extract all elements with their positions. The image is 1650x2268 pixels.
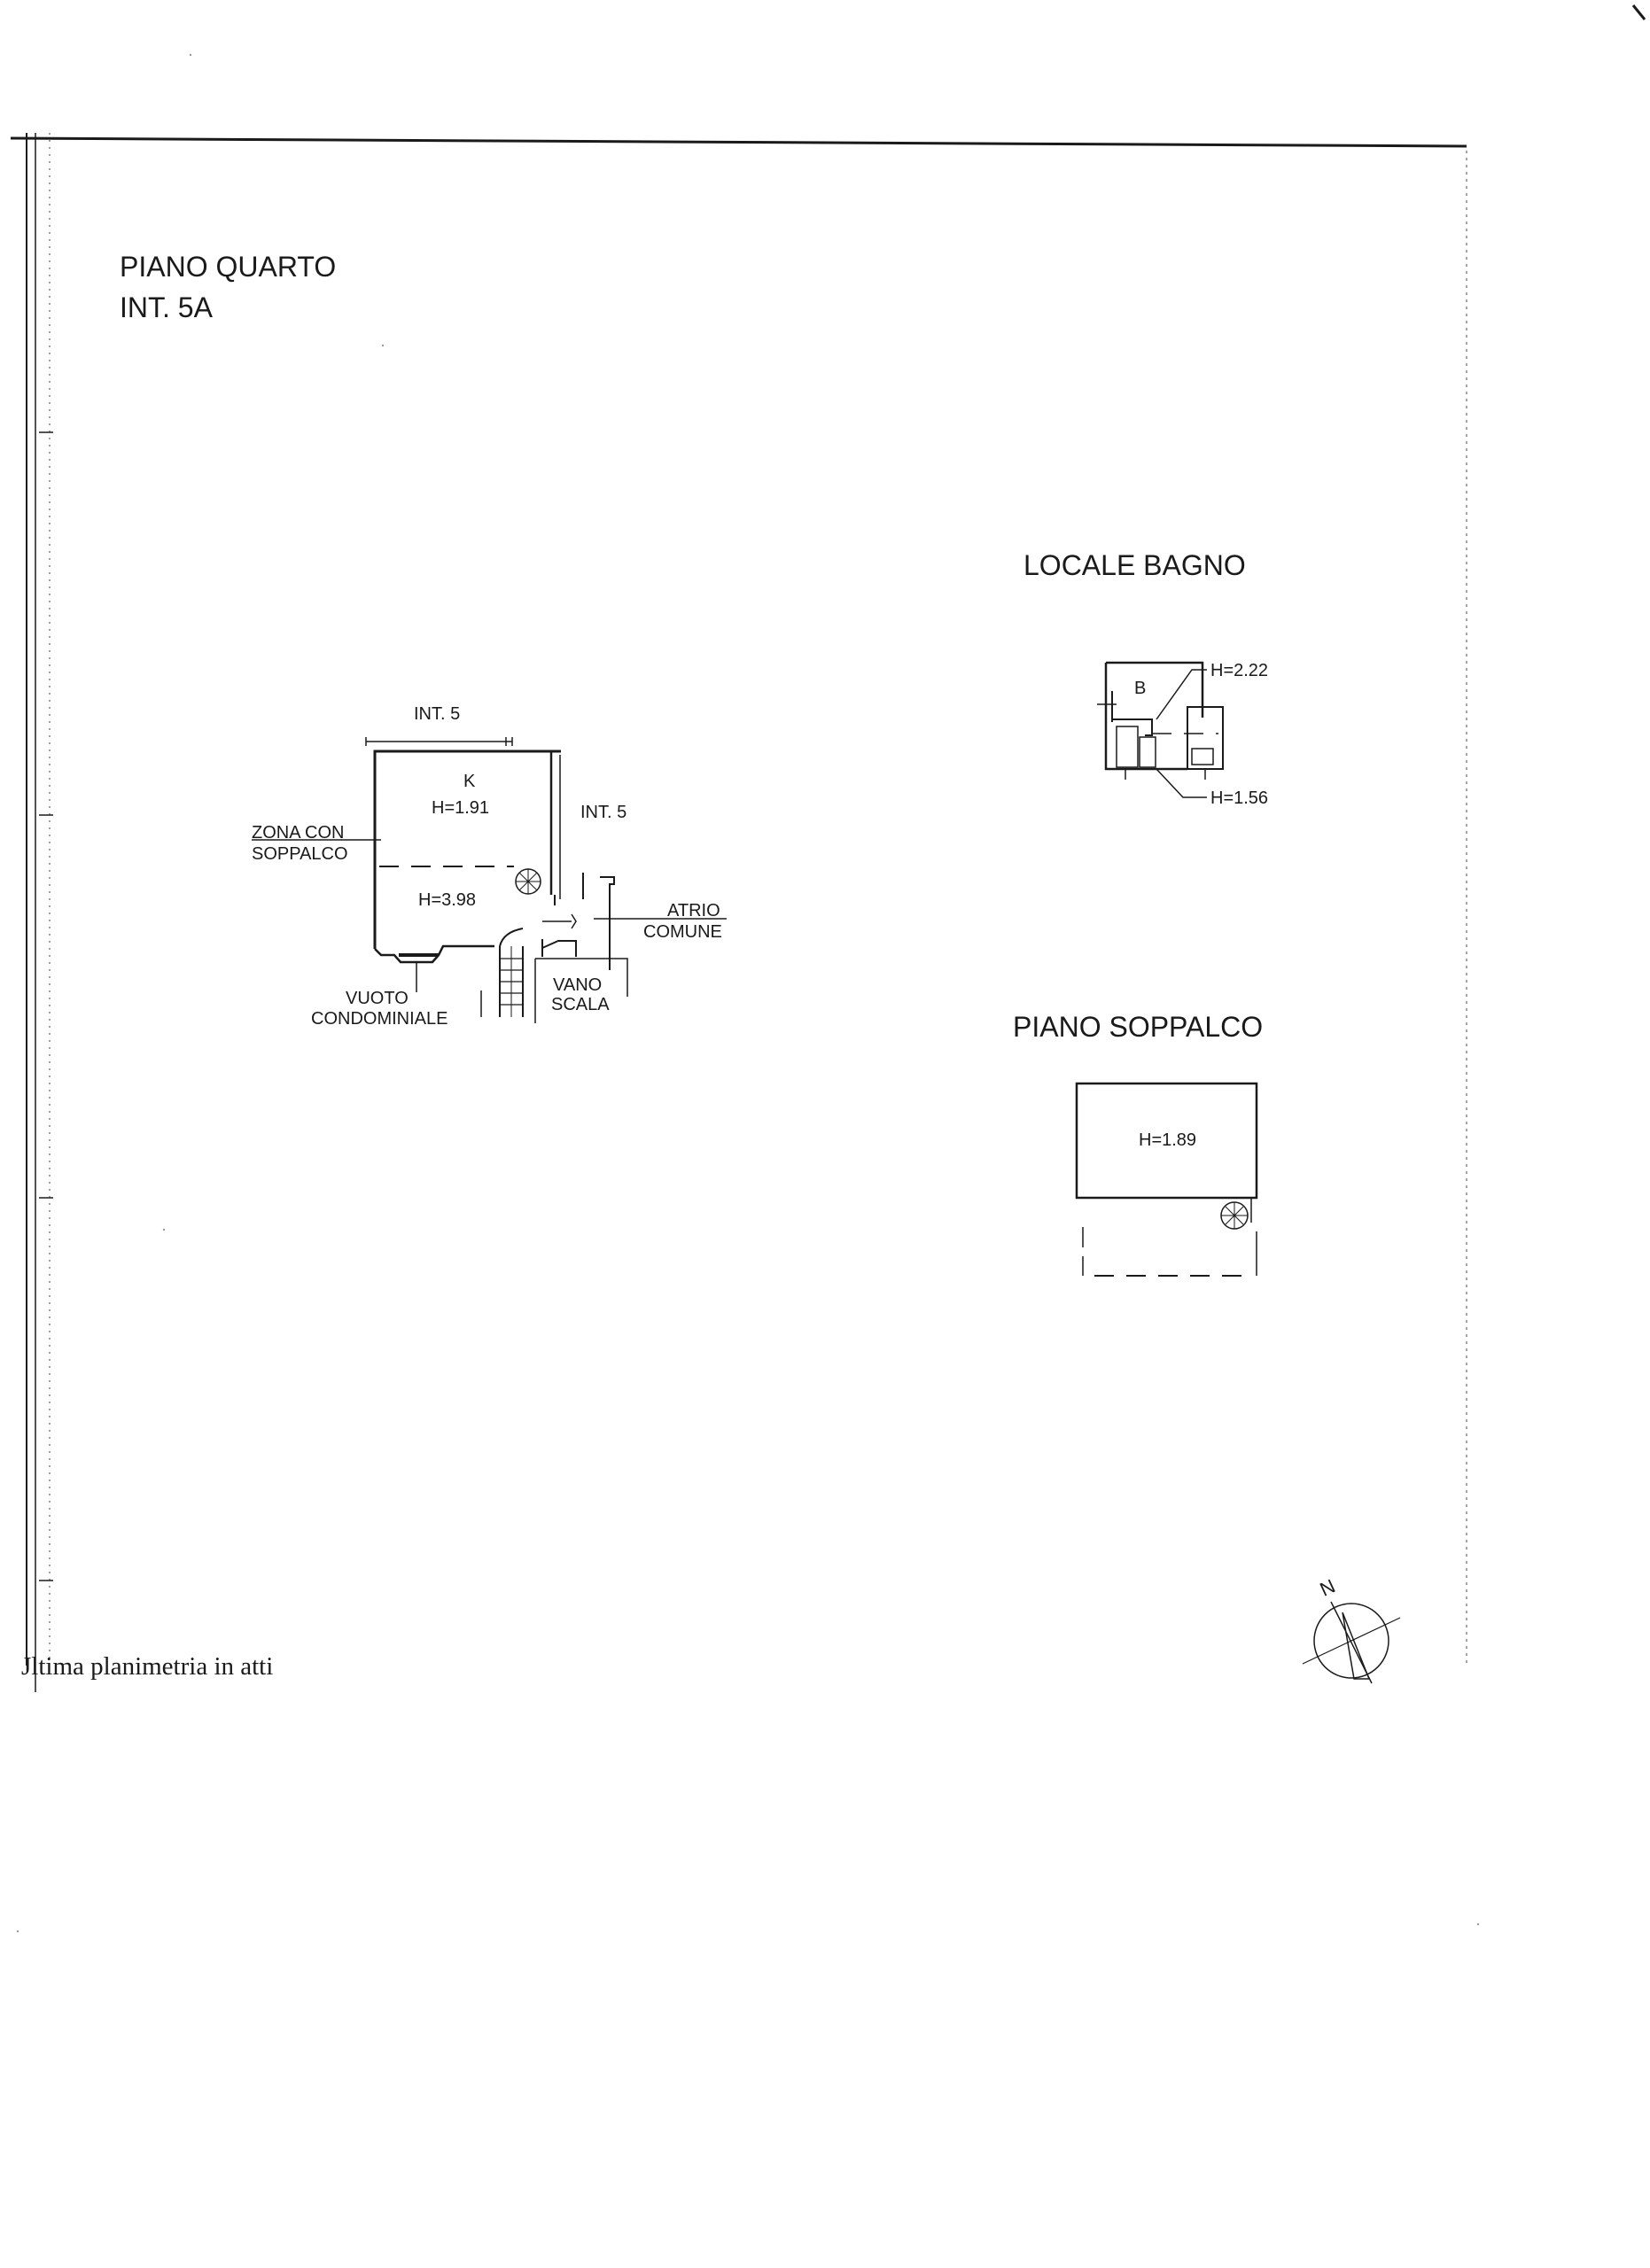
compass-north-label: N [1317,1574,1339,1600]
compass-needle [1342,1612,1371,1680]
bagno-annex [1187,706,1224,770]
vano-scala-box [534,958,628,1023]
scan-speck-3 [162,1228,166,1231]
label-int5-top: INT. 5 [414,704,460,724]
north-compass: N [1302,1574,1401,1684]
soppalco-outline [1075,1082,1258,1200]
label-vano-line2: SCALA [551,995,610,1014]
label-bagno-h-low: H=1.56 [1210,788,1268,808]
locale-bagno-plan: B H=2.22 H=1.56 [1097,661,1268,808]
compass-circle [1313,1603,1389,1679]
bagno-fixture-2 [1139,736,1156,768]
piano-quarto-plan: INT. 5 K H=1.91 INT. 5 ZONA CON SOPPALCO… [252,704,727,1029]
spiral-stair [515,868,541,895]
label-vano-line1: VANO [553,975,602,995]
corner-mark [1631,4,1646,20]
label-vuoto-line1: VUOTO [346,989,409,1008]
label-bagno-h-high: H=2.22 [1210,661,1268,680]
leader-h-high [1156,669,1207,720]
piano-quarto-title: PIANO QUARTO [120,251,336,283]
bagno-fixture-1 [1116,726,1139,768]
locale-bagno-title: LOCALE BAGNO [1023,549,1246,581]
label-vuoto-line2: CONDOMINIALE [311,1009,448,1029]
soppalco-spiral-stair [1220,1201,1249,1230]
page-frame [10,4,1646,1692]
label-atrio-line2: COMUNE [643,922,722,942]
piano-soppalco-title: PIANO SOPPALCO [1013,1011,1263,1043]
scan-speck-5 [1476,1922,1480,1926]
door-swing [571,913,577,929]
piano-soppalco-plan: H=1.89 [1075,1082,1258,1277]
spiral-stair-spoke-4 [518,872,538,891]
bagno-outline-top [1106,661,1204,718]
footer-note: Jltima planimetria in atti [21,1652,273,1681]
soppalco-spiral-spoke-4 [1225,1206,1244,1225]
room-wall-top-left [373,750,561,949]
scan-speck-2 [381,344,385,347]
label-atrio-line1: ATRIO [667,901,720,920]
label-kitchen: K [463,772,476,791]
frame-top-line [10,136,1467,148]
label-h-kitchen: H=1.91 [432,798,489,818]
label-zona-line2: SOPPALCO [252,844,348,864]
label-h-lower: H=3.98 [418,890,476,910]
label-int5-right: INT. 5 [580,803,627,822]
label-zona-line1: ZONA CON [252,823,344,843]
scan-speck-4 [16,1930,19,1933]
bagno-inner-wall [1112,718,1153,736]
bagno-outline-left-bottom [1104,663,1187,771]
compass-cross-line [1302,1617,1401,1665]
piano-quarto-subtitle: INT. 5A [120,291,214,323]
stair-landing-top [541,940,577,957]
bagno-fixture-3 [1191,748,1214,765]
atrio-wall-2 [600,876,615,970]
stairwell [499,928,628,1023]
leader-h-low [1156,768,1207,798]
scan-speck-1 [189,53,192,57]
label-bagno-room: B [1134,679,1146,698]
label-soppalco-h: H=1.89 [1139,1130,1196,1150]
